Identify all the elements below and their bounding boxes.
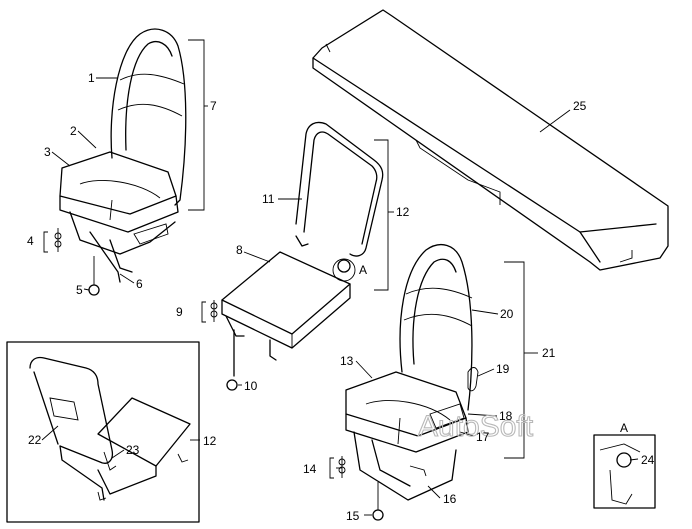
callout-22: 22 [28, 433, 42, 447]
callout-10: 10 [244, 379, 258, 393]
nut-5 [88, 256, 100, 296]
detail-view-a [593, 434, 656, 509]
leader-lines [41, 77, 639, 516]
callout-5: 5 [76, 283, 83, 297]
bracket-7 [188, 39, 205, 211]
callout-23: 23 [126, 443, 140, 457]
high-back-seat-21 [345, 244, 479, 501]
callout-12-inset: 12 [203, 434, 217, 448]
nut-15 [372, 482, 384, 521]
callout-8: 8 [236, 243, 243, 257]
callout-19: 19 [496, 362, 510, 376]
callout-24: 24 [641, 453, 655, 467]
bracket-4 [43, 231, 48, 253]
callout-9: 9 [176, 305, 183, 319]
callout-11: 11 [262, 192, 275, 206]
callout-7: 7 [210, 99, 217, 113]
callout-3: 3 [44, 145, 51, 159]
callout-21: 21 [542, 346, 556, 360]
callout-12: 12 [396, 205, 410, 219]
fastener-4 [54, 228, 62, 252]
high-back-seat-7 [59, 28, 187, 283]
callout-a-detail: A [620, 421, 628, 435]
fastener-14 [338, 456, 346, 478]
callout-13: 13 [340, 354, 354, 368]
bracket-12 [374, 139, 389, 291]
bracket-9 [201, 301, 206, 323]
bracket-14 [329, 457, 334, 479]
callout-2: 2 [70, 124, 77, 138]
callout-4: 4 [27, 234, 34, 248]
callout-25: 25 [573, 99, 587, 113]
callout-17: 17 [476, 430, 490, 444]
callout-a-main: A [359, 263, 367, 277]
watermark: AutoSoft [418, 410, 534, 443]
folding-seat-12 [221, 121, 384, 377]
callout-16: 16 [443, 492, 457, 506]
inset-box [6, 341, 200, 523]
bracket-21 [504, 261, 525, 459]
bench-cushion-25 [312, 9, 669, 271]
fastener-9 [210, 300, 218, 322]
callout-20: 20 [500, 307, 514, 321]
callout-18: 18 [499, 409, 513, 423]
callout-1: 1 [88, 71, 95, 85]
nut-10 [226, 379, 238, 391]
callout-6: 6 [136, 277, 143, 291]
callout-14: 14 [303, 462, 317, 476]
callout-15: 15 [346, 509, 360, 523]
